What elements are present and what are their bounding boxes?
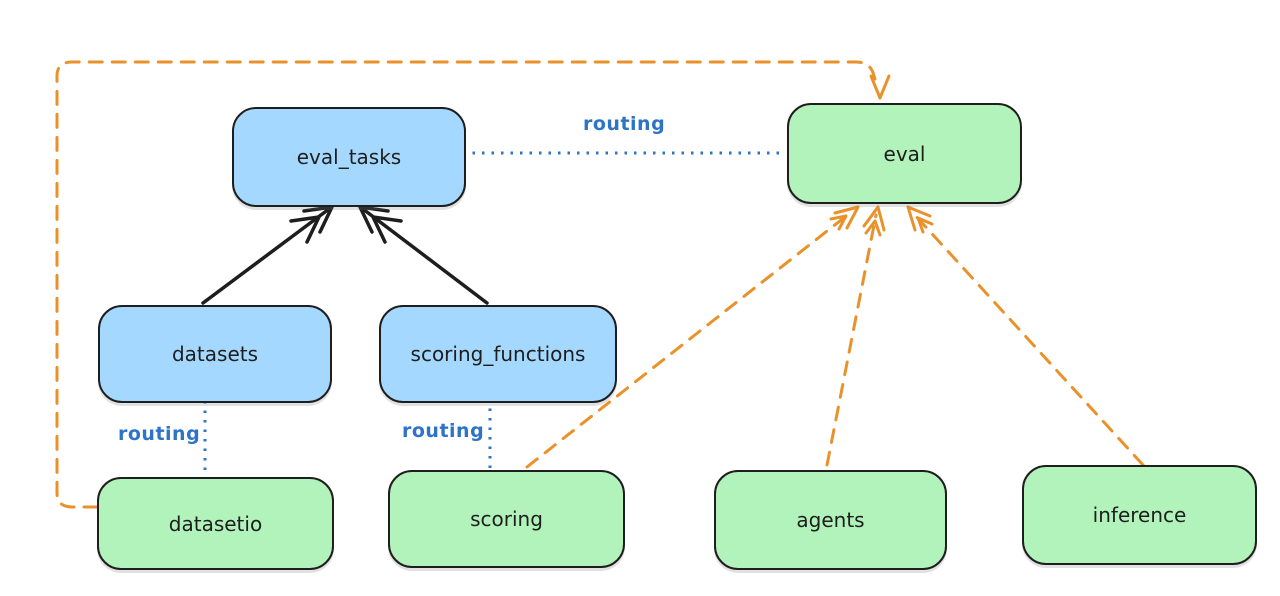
arrow-line bbox=[361, 207, 489, 305]
node-label: eval_tasks bbox=[296, 145, 402, 169]
node-label: scoring bbox=[470, 507, 543, 531]
edge-scoring-eval bbox=[525, 205, 860, 469]
edge-label-routing-scoring_functions-scoring: routing bbox=[402, 420, 485, 442]
node-agents: agents bbox=[714, 470, 947, 570]
node-scoring-functions: scoring_functions bbox=[379, 305, 617, 403]
arrowhead-icon bbox=[864, 219, 882, 237]
edge-agents-eval bbox=[825, 205, 886, 467]
edge-scoring_functions-eval_tasks bbox=[358, 205, 489, 305]
edge-inference-eval bbox=[906, 205, 1145, 467]
arrowhead-icon bbox=[829, 214, 848, 231]
node-label: datasetio bbox=[168, 511, 263, 536]
arrowhead-icon bbox=[289, 215, 321, 244]
node-eval-tasks: eval_tasks bbox=[232, 107, 466, 207]
edge-datasetio-eval bbox=[55, 60, 891, 509]
arrowhead-icon bbox=[906, 205, 932, 232]
arrowhead-icon bbox=[371, 215, 403, 244]
dashed-line bbox=[825, 213, 878, 467]
edge-label-routing-datasets-datasetio: routing bbox=[118, 423, 201, 445]
dashed-line bbox=[911, 211, 1145, 467]
node-datasets: datasets bbox=[98, 305, 332, 403]
node-label: datasets bbox=[171, 342, 259, 366]
edge-datasets-eval_tasks bbox=[201, 205, 334, 305]
node-datasetio: datasetio bbox=[97, 477, 334, 570]
arrow-line bbox=[201, 207, 331, 305]
node-label: scoring_functions bbox=[410, 342, 586, 366]
arrowhead-icon bbox=[916, 216, 934, 234]
node-eval: eval bbox=[787, 103, 1022, 204]
node-scoring: scoring bbox=[388, 470, 625, 568]
arrowhead-icon bbox=[302, 205, 334, 234]
arrowhead-icon bbox=[862, 205, 886, 232]
dashed-line bbox=[55, 60, 879, 509]
arrowhead-icon bbox=[833, 205, 860, 230]
edge-label-routing-eval_tasks-eval: routing bbox=[583, 113, 666, 135]
node-label: agents bbox=[796, 508, 865, 532]
node-label: eval bbox=[883, 141, 926, 166]
arrowhead-icon bbox=[358, 205, 390, 234]
node-label: inference bbox=[1092, 503, 1187, 527]
dashed-line bbox=[525, 211, 852, 469]
node-inference: inference bbox=[1022, 465, 1257, 565]
arrowhead-down-icon bbox=[869, 74, 891, 100]
